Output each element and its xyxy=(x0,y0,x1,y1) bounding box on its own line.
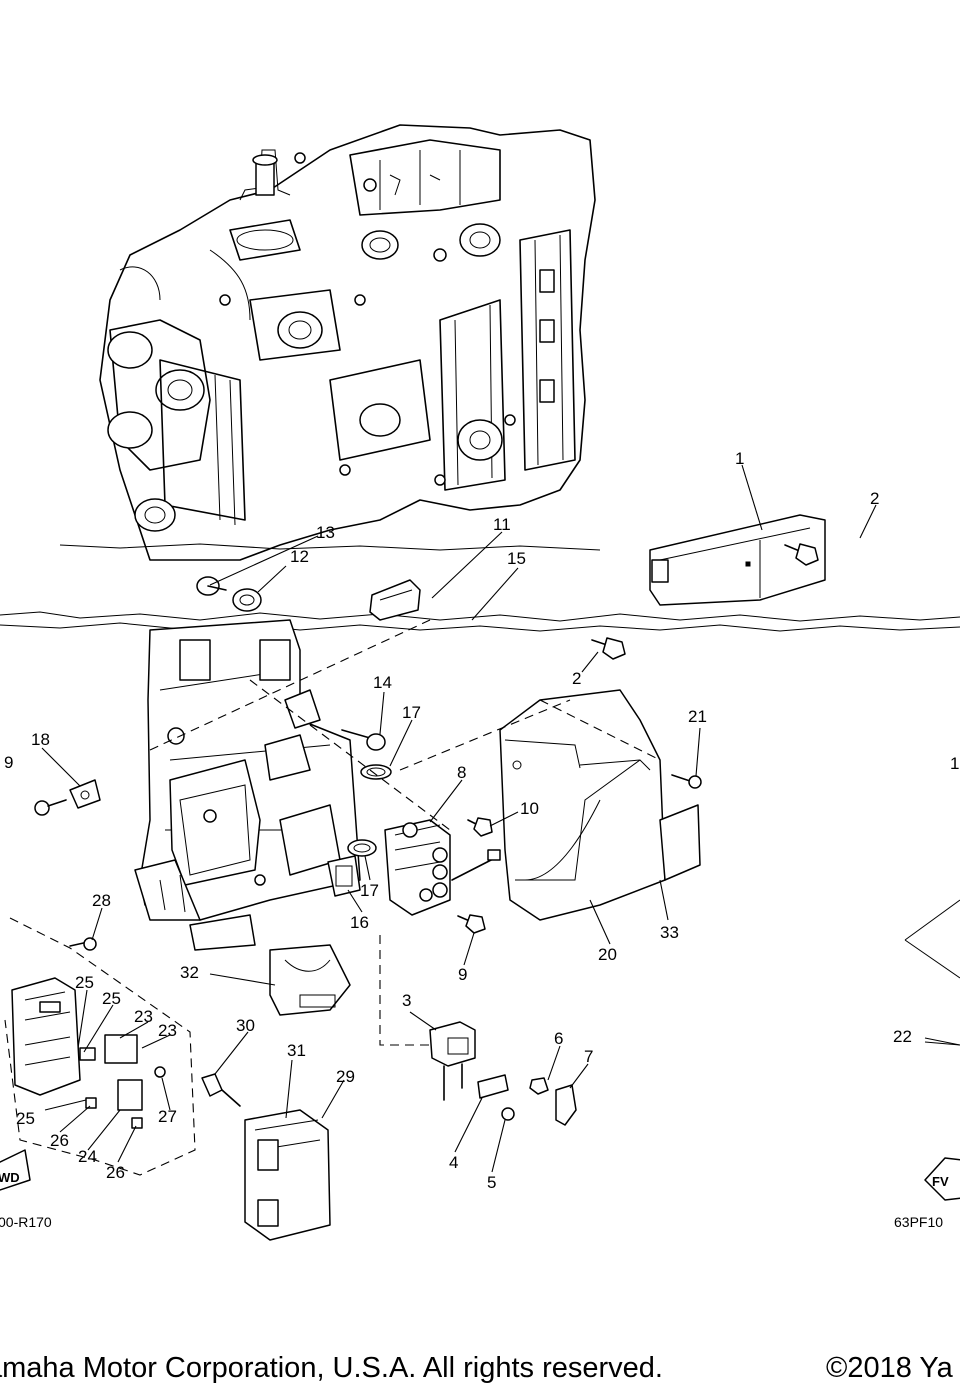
section-divider xyxy=(0,543,960,632)
callout-9-left: 9 xyxy=(4,753,13,772)
part-12-grommet xyxy=(232,588,262,612)
part-13-collar xyxy=(196,576,227,596)
callout-14: 14 xyxy=(373,673,392,692)
callout-17-lower: 17 xyxy=(360,881,379,900)
callout-26-right: 26 xyxy=(106,1163,125,1182)
part-6-nut xyxy=(529,1077,549,1095)
callout-1: 1 xyxy=(735,449,744,468)
callout-33: 33 xyxy=(660,923,679,942)
callout-2-upper: 2 xyxy=(870,489,879,508)
callout-9-right: 9 xyxy=(458,965,467,984)
callout-11: 11 xyxy=(493,515,511,534)
part-33-label xyxy=(659,804,701,881)
callout-23-upper: 23 xyxy=(134,1007,153,1026)
electrical-bracket-assembly xyxy=(134,619,361,951)
callout-3: 3 xyxy=(402,991,411,1010)
fwd-arrow-left: WD xyxy=(0,1149,31,1191)
callout-17-upper: 17 xyxy=(402,703,421,722)
part-10-bolt xyxy=(467,817,493,837)
part-17-clamp-lower xyxy=(347,839,377,857)
callout-labels: 1 2 2 3 4 5 6 7 8 9 9 10 11 12 13 14 15 … xyxy=(4,449,959,1192)
part-3-relay xyxy=(429,1021,476,1101)
diagram-code-right: 63PF10 xyxy=(894,1214,943,1230)
leader-lines xyxy=(41,464,960,1173)
part-11-bracket xyxy=(369,579,421,621)
part-8-relay-block xyxy=(384,819,501,916)
callout-6: 6 xyxy=(554,1029,563,1048)
callout-20: 20 xyxy=(598,945,617,964)
part-30-fuse xyxy=(201,1073,241,1107)
part-32-holder xyxy=(269,944,351,1016)
copyright-year: ©2018 Ya xyxy=(826,1352,953,1384)
callout-31: 31 xyxy=(287,1041,306,1060)
callout-10: 10 xyxy=(520,799,539,818)
callout-30: 30 xyxy=(236,1016,255,1035)
callout-24: 24 xyxy=(78,1147,97,1166)
callout-13: 13 xyxy=(316,523,335,542)
part-2-bolt-upper xyxy=(784,543,819,566)
callout-12: 12 xyxy=(290,547,309,566)
callout-5: 5 xyxy=(487,1173,496,1192)
right-side-fragment xyxy=(904,899,960,1046)
part-5-screw xyxy=(501,1107,515,1121)
part-17-clamp-upper xyxy=(360,764,392,780)
part-9-screw-left xyxy=(34,799,67,816)
callout-2-lower: 2 xyxy=(572,669,581,688)
callout-23-lower: 23 xyxy=(158,1021,177,1040)
part-14-bolt xyxy=(341,729,386,751)
callout-15: 15 xyxy=(507,549,526,568)
callout-1-right: 1 xyxy=(950,754,959,773)
callout-27: 27 xyxy=(158,1107,177,1126)
callout-4: 4 xyxy=(449,1153,458,1172)
diagram-code-left: 00-R170 xyxy=(0,1214,52,1230)
callout-8: 8 xyxy=(457,763,466,782)
callout-16: 16 xyxy=(350,913,369,932)
callout-22: 22 xyxy=(893,1027,912,1046)
part-2-bolt-lower xyxy=(591,637,626,660)
part-1-bracket xyxy=(649,514,826,606)
callout-26-left: 26 xyxy=(50,1131,69,1150)
part-9-screw-right xyxy=(457,914,486,934)
copyright-notice: amaha Motor Corporation, U.S.A. All righ… xyxy=(0,1352,663,1384)
callout-18: 18 xyxy=(31,730,50,749)
fwd-arrow-right: FV xyxy=(924,1157,960,1201)
part-16-holder xyxy=(327,855,361,897)
fuse-box-group xyxy=(4,917,196,1176)
callout-25-upper: 25 xyxy=(75,973,94,992)
part-7-cap xyxy=(555,1084,577,1126)
svg-text:FV: FV xyxy=(932,1174,949,1189)
callout-25-middle: 25 xyxy=(102,989,121,1008)
callout-21: 21 xyxy=(688,707,707,726)
part-29-fuse-case xyxy=(244,1109,331,1241)
callout-29: 29 xyxy=(336,1067,355,1086)
part-21-bolt xyxy=(671,774,702,789)
callout-7: 7 xyxy=(584,1047,593,1066)
svg-text:WD: WD xyxy=(0,1170,20,1185)
part-4-bracket xyxy=(477,1074,509,1099)
callout-32: 32 xyxy=(180,963,199,982)
callout-25-lower: 25 xyxy=(16,1109,35,1128)
part-18-clip xyxy=(69,779,101,809)
callout-28: 28 xyxy=(92,891,111,910)
engine-block-illustration xyxy=(99,124,596,561)
